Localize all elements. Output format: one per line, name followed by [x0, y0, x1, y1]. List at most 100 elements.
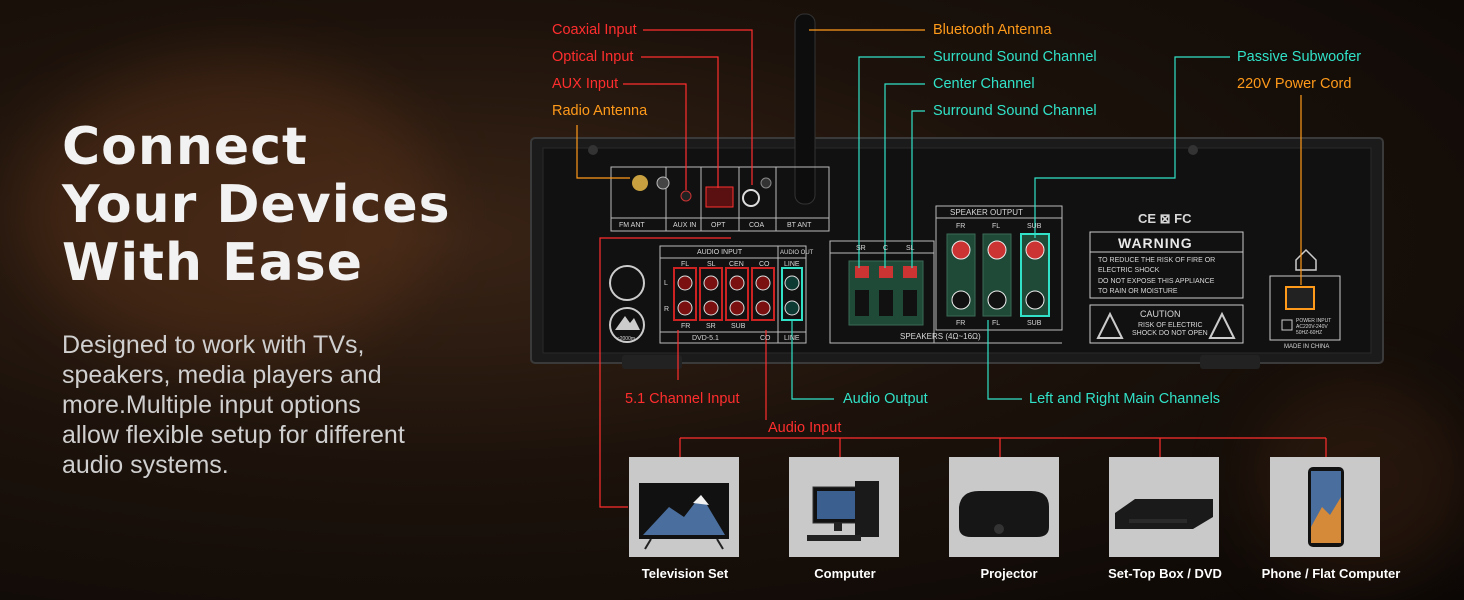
- made-in-label: MADE IN CHINA: [1284, 344, 1330, 350]
- callout-coaxial-input: Coaxial Input: [552, 22, 637, 38]
- panel-label: AUX IN: [673, 222, 697, 229]
- warning-text: DO NOT EXPOSE THIS APPLIANCE: [1098, 278, 1215, 285]
- device-caption: Phone / Flat Computer: [1261, 566, 1401, 581]
- callout-radio-antenna: Radio Antenna: [552, 103, 648, 119]
- exclamation-warning-icon: [1208, 311, 1236, 339]
- altitude-icon: [609, 307, 645, 343]
- altitude-label: ≤2000m: [617, 336, 636, 342]
- warning-label: [1089, 231, 1244, 299]
- device-caption: Projector: [980, 566, 1038, 581]
- background-glow: [20, 60, 440, 360]
- panel-label: SL: [707, 261, 716, 268]
- bluetooth-antenna-icon: [794, 13, 816, 205]
- callout-left-right-main: Left and Right Main Channels: [1029, 391, 1221, 407]
- callout-optical-input: Optical Input: [552, 49, 634, 65]
- panel-label: L: [664, 280, 668, 287]
- caution-text: SHOCK DO NOT OPEN: [1132, 330, 1208, 337]
- speaker-output-box: [935, 205, 1063, 331]
- panel-label: CO: [760, 335, 771, 342]
- red-connector-lines: [599, 29, 1327, 508]
- power-cord-socket-icon: [1285, 286, 1315, 310]
- input-section-box: [610, 166, 830, 232]
- callout-aux-input: AUX Input: [552, 76, 619, 92]
- orange-connector-lines: [576, 29, 1302, 285]
- caution-title: CAUTION: [1140, 309, 1181, 319]
- panel-label: FR: [956, 223, 966, 230]
- power-spec: 50HZ-60HZ: [1296, 330, 1323, 336]
- screw-icon: [1188, 145, 1198, 155]
- panel-label: AUDIO INPUT: [697, 249, 743, 256]
- panel-label: SPEAKERS (4Ω~16Ω): [900, 332, 981, 341]
- callout-51-channel-input: 5.1 Channel Input: [625, 391, 740, 407]
- teal-connector-lines: [791, 56, 1230, 400]
- panel-label: FM ANT: [619, 222, 645, 229]
- panel-label: SUB: [731, 323, 746, 330]
- callout-power-cord: 220V Power Cord: [1237, 76, 1352, 92]
- warning-text: ELECTRIC SHOCK: [1098, 267, 1160, 274]
- device-tile-computer: [789, 457, 899, 557]
- panel-label: LINE: [784, 335, 800, 342]
- fm-antenna-jack-icon: [632, 175, 648, 191]
- certification-marks: CE ⊠ FC: [1138, 211, 1192, 226]
- smartphone-icon: [1308, 467, 1344, 547]
- device-tile-set-top-box: [1109, 457, 1219, 557]
- panel-label: LINE: [784, 261, 800, 268]
- callout-surround-top: Surround Sound Channel: [933, 49, 1097, 65]
- projector-icon: [959, 491, 1049, 537]
- caution-text: RISK OF ELECTRIC: [1138, 322, 1203, 329]
- power-input-box: [1269, 275, 1341, 341]
- binding-posts: [946, 233, 1050, 317]
- tv-icon: [639, 483, 729, 550]
- panel-label: SR: [706, 323, 716, 330]
- power-spec: POWER INPUT: [1296, 318, 1332, 324]
- caution-label: [1089, 304, 1244, 344]
- description: Designed to work with TVs, speakers, med…: [62, 331, 405, 479]
- panel-label: SPEAKER OUTPUT: [950, 208, 1023, 217]
- callout-bluetooth-antenna: Bluetooth Antenna: [933, 22, 1052, 38]
- callout-audio-input: Audio Input: [768, 420, 842, 436]
- heat-warning-icon: [609, 265, 645, 301]
- callout-center-channel: Center Channel: [933, 76, 1035, 92]
- warning-text: TO RAIN OR MOISTURE: [1098, 288, 1178, 295]
- headline-line: Your Devices: [62, 175, 451, 235]
- panel-label: FR: [956, 320, 966, 327]
- panel-label: R: [664, 306, 670, 313]
- panel-label: AUDIO OUT: [780, 250, 814, 256]
- power-spec: AC220V-240V: [1296, 324, 1328, 330]
- headline-line: With Ease: [62, 233, 363, 293]
- panel-label: BT ANT: [787, 222, 812, 229]
- shock-warning-icon: [1096, 311, 1124, 339]
- panel-label: SUB: [1027, 223, 1042, 230]
- panel-label: SL: [906, 245, 915, 252]
- device-caption: Television Set: [641, 566, 729, 581]
- double-insulation-icon: [1281, 319, 1293, 331]
- set-top-box-icon: [1115, 499, 1213, 529]
- panel-label: CEN: [729, 261, 744, 268]
- panel-label: FR: [681, 323, 691, 330]
- warning-title: WARNING: [1118, 235, 1193, 251]
- callout-surround-bottom: Surround Sound Channel: [933, 103, 1097, 119]
- panel-label: SUB: [1027, 320, 1042, 327]
- device-caption: Set-Top Box / DVD: [1108, 566, 1222, 581]
- callout-audio-output: Audio Output: [843, 391, 928, 407]
- device-tile-projector: [949, 457, 1059, 557]
- coaxial-jack-icon: [742, 189, 760, 207]
- headline-line: Connect: [62, 117, 308, 177]
- device-tile-tv: [629, 457, 739, 557]
- device-tile-phone: [1270, 457, 1380, 557]
- device-caption: Computer: [814, 566, 876, 581]
- panel-label: FL: [992, 223, 1001, 230]
- headline: Connect Your Devices With Ease: [62, 118, 451, 292]
- panel-label: DVD-5.1: [692, 335, 719, 342]
- home-icon: [1295, 248, 1317, 271]
- panel-label: FL: [681, 261, 690, 268]
- panel-label: OPT: [711, 222, 726, 229]
- screw-icon: [588, 145, 598, 155]
- desktop-computer-icon: [807, 481, 879, 541]
- amplifier-foot: [622, 355, 682, 369]
- amplifier-foot: [1200, 355, 1260, 369]
- optical-jack-icon: [705, 186, 734, 208]
- panel-label: COA: [749, 222, 765, 229]
- rca-jacks: [673, 267, 803, 321]
